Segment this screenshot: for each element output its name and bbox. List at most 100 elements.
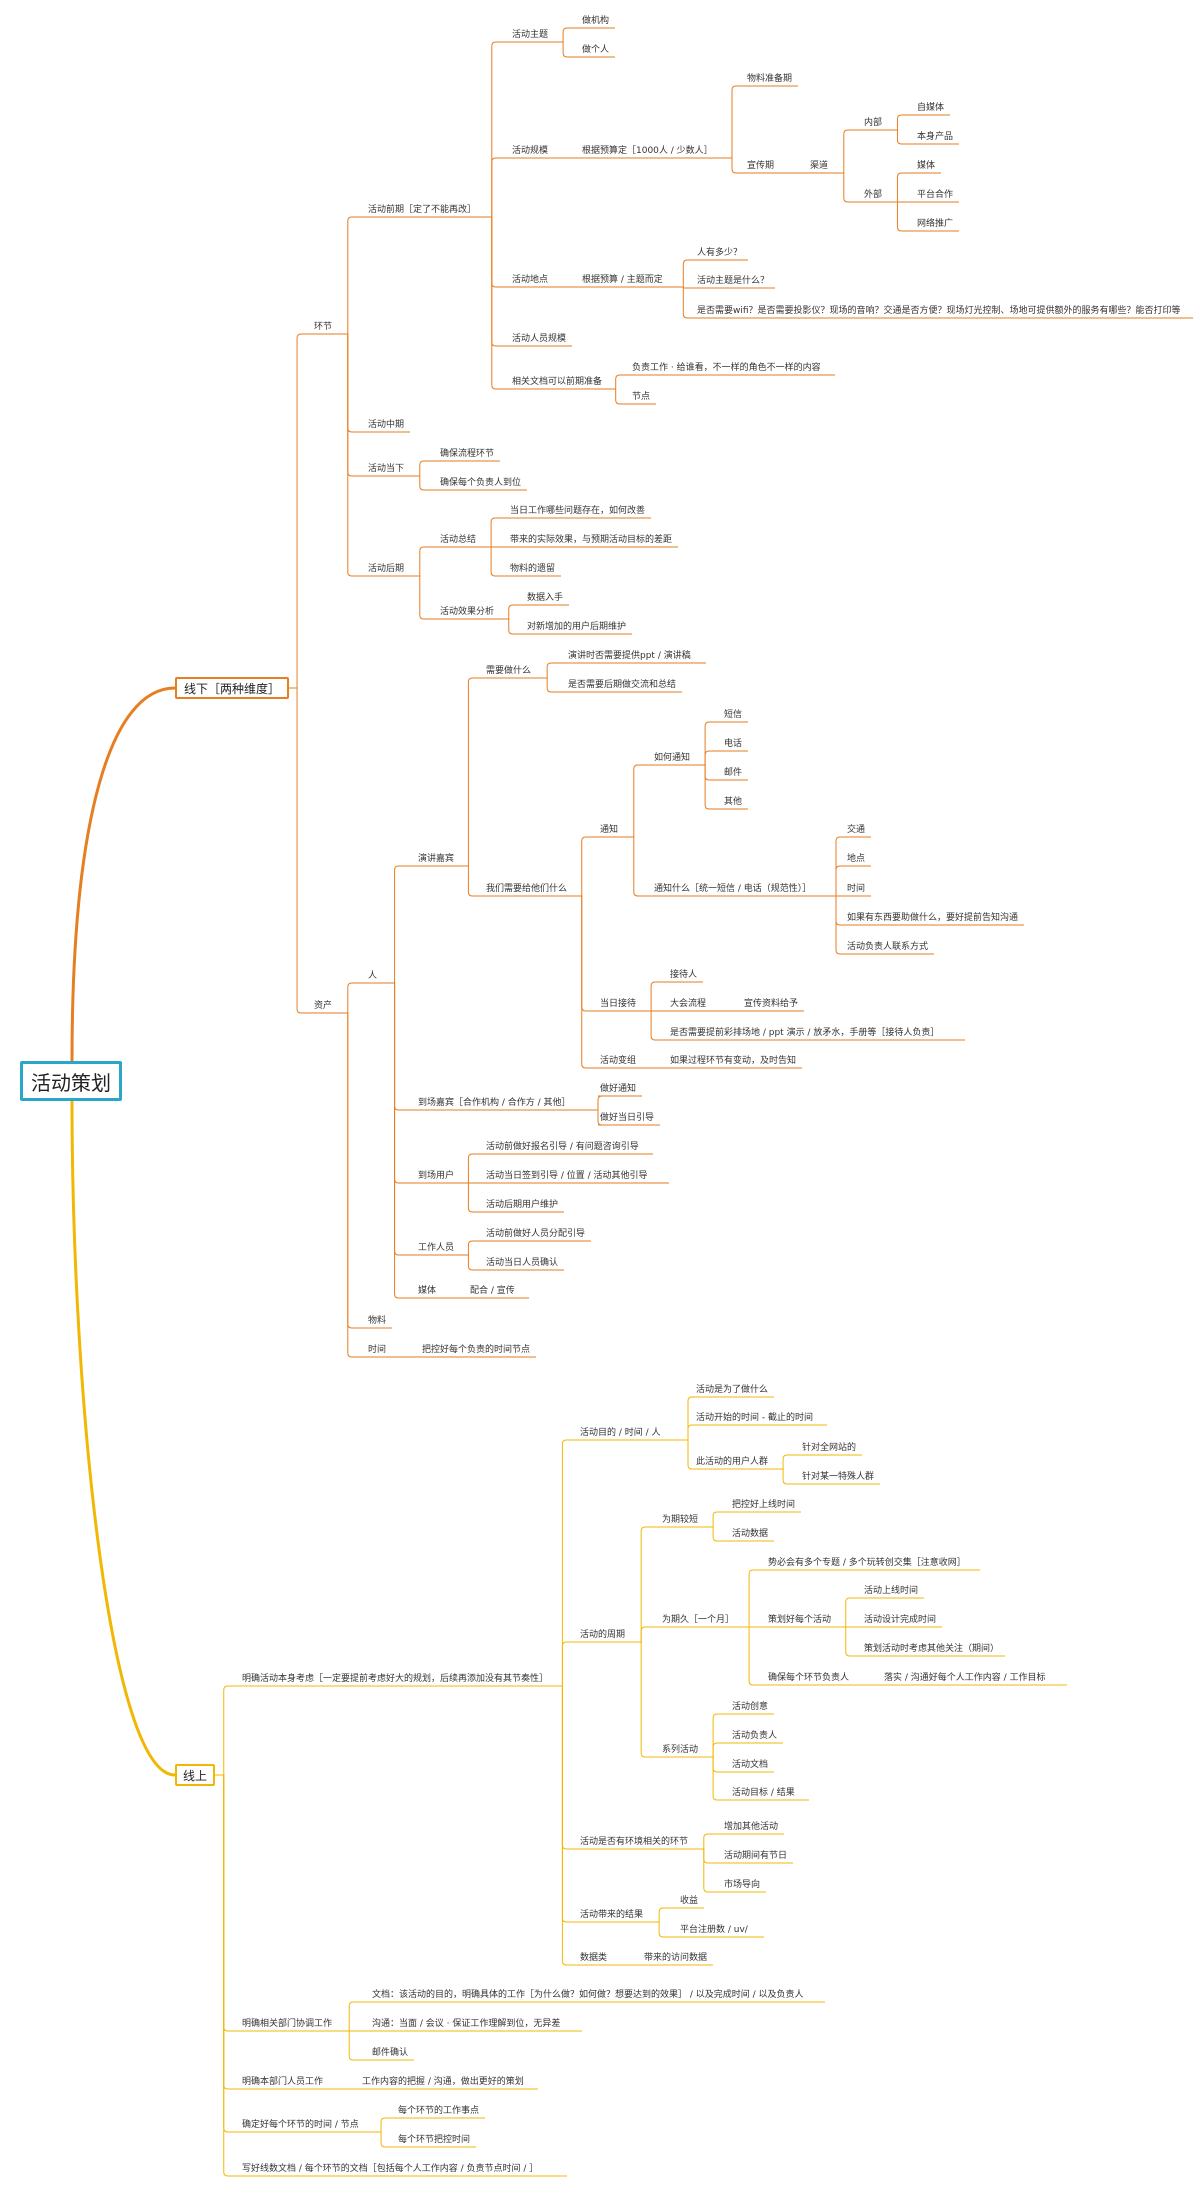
- online-shijian-node[interactable]: 确定好每个环节的时间 / 节点: [242, 2120, 359, 2130]
- online-wendang-node[interactable]: 写好线数文档 / 每个环节的文档［包括每个人工作内容 / 负责节点时间 / ］: [242, 2164, 539, 2174]
- zongjie-item-1[interactable]: 带来的实际效果，与预期活动目标的差距: [510, 535, 673, 545]
- didian-node[interactable]: 活动地点: [512, 275, 549, 285]
- bianzhi-item-0[interactable]: 如果过程环节有变动，及时告知: [670, 1056, 797, 1066]
- jiabin-node[interactable]: 演讲嘉宾: [418, 854, 455, 864]
- mudi-item-0[interactable]: 活动是为了做什么: [696, 1385, 769, 1395]
- xilie-item-2[interactable]: 活动文档: [732, 1760, 769, 1770]
- wendang-item-0[interactable]: 负责工作 · 给谁看，不一样的角色不一样的内容: [632, 363, 821, 373]
- inner-item-0[interactable]: 自媒体: [917, 103, 945, 113]
- didian-item-0[interactable]: 人有多少？: [697, 248, 743, 258]
- cehua-item-0[interactable]: 活动上线时间: [864, 1586, 919, 1596]
- online-xuyao-item-2[interactable]: 市场导向: [724, 1880, 761, 1890]
- tongzhi-node[interactable]: 通知: [600, 825, 619, 835]
- duanqi-item-0[interactable]: 把控好上线时间: [732, 1500, 796, 1510]
- hezuo-node[interactable]: 到场嘉宾［合作机构 / 合作方 / 其他］: [418, 1098, 571, 1108]
- bumen-item-1[interactable]: 沟通：当面 / 会议 · 保证工作理解到位，无异差: [372, 2019, 561, 2029]
- online-renyuan-node[interactable]: 明确本部门人员工作: [242, 2077, 324, 2087]
- online-xuyao-item-0[interactable]: 增加其他活动: [724, 1822, 779, 1832]
- offline-node[interactable]: 线下［两种维度］: [175, 677, 289, 699]
- online-xuyao-item-1[interactable]: 活动期间有节日: [724, 1851, 788, 1861]
- guimo-publicity[interactable]: 宣传期: [747, 161, 775, 171]
- houqi-node[interactable]: 活动后期: [368, 564, 405, 574]
- zongjie-node[interactable]: 活动总结: [440, 535, 477, 545]
- shuju-item-0[interactable]: 带来的访问数据: [644, 1953, 708, 1963]
- online-node[interactable]: 线上: [175, 1764, 215, 1786]
- bianzhi-node[interactable]: 活动变组: [600, 1056, 637, 1066]
- bumen-item-2[interactable]: 邮件确认: [372, 2048, 409, 2058]
- yonghu-item-2[interactable]: 活动后期用户维护: [486, 1200, 559, 1210]
- duanqi-item-1[interactable]: 活动数据: [732, 1529, 769, 1539]
- xilie-item-3[interactable]: 活动目标 / 结果: [732, 1788, 795, 1798]
- online-shijian-item-0[interactable]: 每个环节的工作事点: [398, 2106, 480, 2116]
- zhongqi-node[interactable]: 活动中期: [368, 420, 405, 430]
- guimo-inner[interactable]: 内部: [864, 118, 883, 128]
- mudi-item-1[interactable]: 活动开始的时间 - 截止的时间: [696, 1413, 813, 1423]
- cehua-item-1[interactable]: 活动设计完成时间: [864, 1615, 937, 1625]
- shenme-item-0[interactable]: 交通: [847, 825, 866, 835]
- ruhe-item-2[interactable]: 邮件: [724, 768, 743, 778]
- dangri-item-1[interactable]: 大会流程: [670, 999, 707, 1009]
- wendang-node[interactable]: 相关文档可以前期准备: [512, 377, 603, 387]
- didian-item-2[interactable]: 是否需要wifi？是否需要投影仪？现场的音响？交通是否方便？现场灯光控制、场地可…: [697, 306, 1181, 316]
- shijian-item-0[interactable]: 把控好每个负责的时间节点: [422, 1345, 531, 1355]
- shenme-node[interactable]: 通知什么［统一短信 / 电话（规范性）］: [654, 884, 812, 894]
- crowd-item-1[interactable]: 针对某一特殊人群: [802, 1472, 875, 1482]
- shenme-item-3[interactable]: 如果有东西要助做什么，要好提前告知沟通: [847, 913, 1019, 923]
- guimo-channel[interactable]: 渠道: [810, 161, 829, 171]
- jieguo-item-1[interactable]: 平台注册数 / uv/: [680, 1925, 748, 1935]
- changqi-item-0[interactable]: 势必会有多个专题 / 多个玩转创交集［注意收网］: [768, 1558, 966, 1568]
- online-shijian-item-1[interactable]: 每个环节把控时间: [398, 2135, 471, 2145]
- meiti-node[interactable]: 媒体: [418, 1286, 437, 1296]
- yonghu-item-0[interactable]: 活动前做好报名引导 / 有问题咨询引导: [486, 1142, 639, 1152]
- wuliao-node[interactable]: 物料: [368, 1316, 387, 1326]
- dangri-node[interactable]: 当日接待: [600, 999, 637, 1009]
- yonghu-item-1[interactable]: 活动当日签到引导 / 位置 / 活动其他引导: [486, 1171, 648, 1181]
- dangxia-item-0[interactable]: 确保流程环节: [440, 449, 495, 459]
- fenxi-node[interactable]: 活动效果分析: [440, 607, 495, 617]
- zongjie-item-0[interactable]: 当日工作哪些问题存在，如何改善: [510, 506, 646, 516]
- renyuan-node[interactable]: 活动人员规模: [512, 334, 567, 344]
- wendang-item-1[interactable]: 节点: [632, 392, 651, 402]
- zhuti-item-0[interactable]: 做机构: [582, 16, 610, 26]
- gongzuo-node[interactable]: 工作人员: [418, 1243, 455, 1253]
- mudi-item-2[interactable]: 此活动的用户人群: [696, 1457, 769, 1467]
- qianqi-node[interactable]: 活动前期［定了不能再改］: [368, 205, 477, 215]
- zhuti-item-1[interactable]: 做个人: [582, 45, 610, 55]
- ruhe-node[interactable]: 如何通知: [654, 753, 691, 763]
- crowd-item-0[interactable]: 针对全网站的: [802, 1443, 857, 1453]
- changqi-item-2[interactable]: 确保每个环节负责人: [768, 1673, 850, 1683]
- online-renyuan-item-0[interactable]: 工作内容的把握 / 沟通，做出更好的策划: [362, 2077, 524, 2087]
- fuze-node[interactable]: 落实 / 沟通好每个人工作内容 / 工作目标: [884, 1673, 1046, 1683]
- hezuo-item-0[interactable]: 做好通知: [600, 1084, 637, 1094]
- inner-item-1[interactable]: 本身产品: [917, 132, 954, 142]
- shenme-item-4[interactable]: 活动负责人联系方式: [847, 942, 929, 952]
- jieguo-node[interactable]: 活动带来的结果: [580, 1910, 644, 1920]
- xilie-item-0[interactable]: 活动创意: [732, 1702, 769, 1712]
- zichan-node[interactable]: 资产: [314, 1001, 333, 1011]
- ruhe-item-3[interactable]: 其他: [724, 797, 743, 807]
- meiti-item-0[interactable]: 配合 / 宣传: [470, 1286, 515, 1296]
- gaosu-node[interactable]: 我们需要给他们什么: [486, 884, 568, 894]
- zongjie-item-2[interactable]: 物料的遗留: [510, 564, 556, 574]
- ren-node[interactable]: 人: [368, 971, 378, 981]
- gongzuo-item-1[interactable]: 活动当日人员确认: [486, 1258, 559, 1268]
- online-xuyao-node[interactable]: 活动是否有环境相关的环节: [580, 1837, 689, 1847]
- xilie-item-1[interactable]: 活动负责人: [732, 1731, 778, 1741]
- huanjie-node[interactable]: 环节: [314, 322, 333, 332]
- dangxia-node[interactable]: 活动当下: [368, 464, 405, 474]
- dangri-item-2[interactable]: 是否需要提前彩排场地 / ppt 演示 / 放矛水，手册等［接待人负责］: [670, 1028, 940, 1038]
- bumen-item-0[interactable]: 文档：该活动的目的，明确具体的工作［为什么做？如何做？想要达到的效果］ / 以及…: [372, 1990, 804, 2000]
- xuyao-item-0[interactable]: 演讲时否需要提供ppt / 演讲稿: [568, 651, 691, 661]
- guimo-prep[interactable]: 物料准备期: [747, 74, 793, 84]
- fenxi-item-0[interactable]: 数据入手: [527, 593, 564, 603]
- didian-item-1[interactable]: 活动主题是什么？: [697, 276, 770, 286]
- shuju-node[interactable]: 数据类: [580, 1953, 608, 1963]
- bumen-node[interactable]: 明确相关部门协调工作: [242, 2019, 333, 2029]
- outer-item-1[interactable]: 平台合作: [917, 190, 954, 200]
- zhouqi-node[interactable]: 活动的周期: [580, 1630, 626, 1640]
- duanqi-node[interactable]: 为期较短: [662, 1515, 699, 1525]
- root-node[interactable]: 活动策划: [20, 1061, 122, 1101]
- shenme-item-2[interactable]: 时间: [847, 884, 866, 894]
- shijian-node[interactable]: 时间: [368, 1345, 387, 1355]
- ruhe-item-0[interactable]: 短信: [724, 710, 743, 720]
